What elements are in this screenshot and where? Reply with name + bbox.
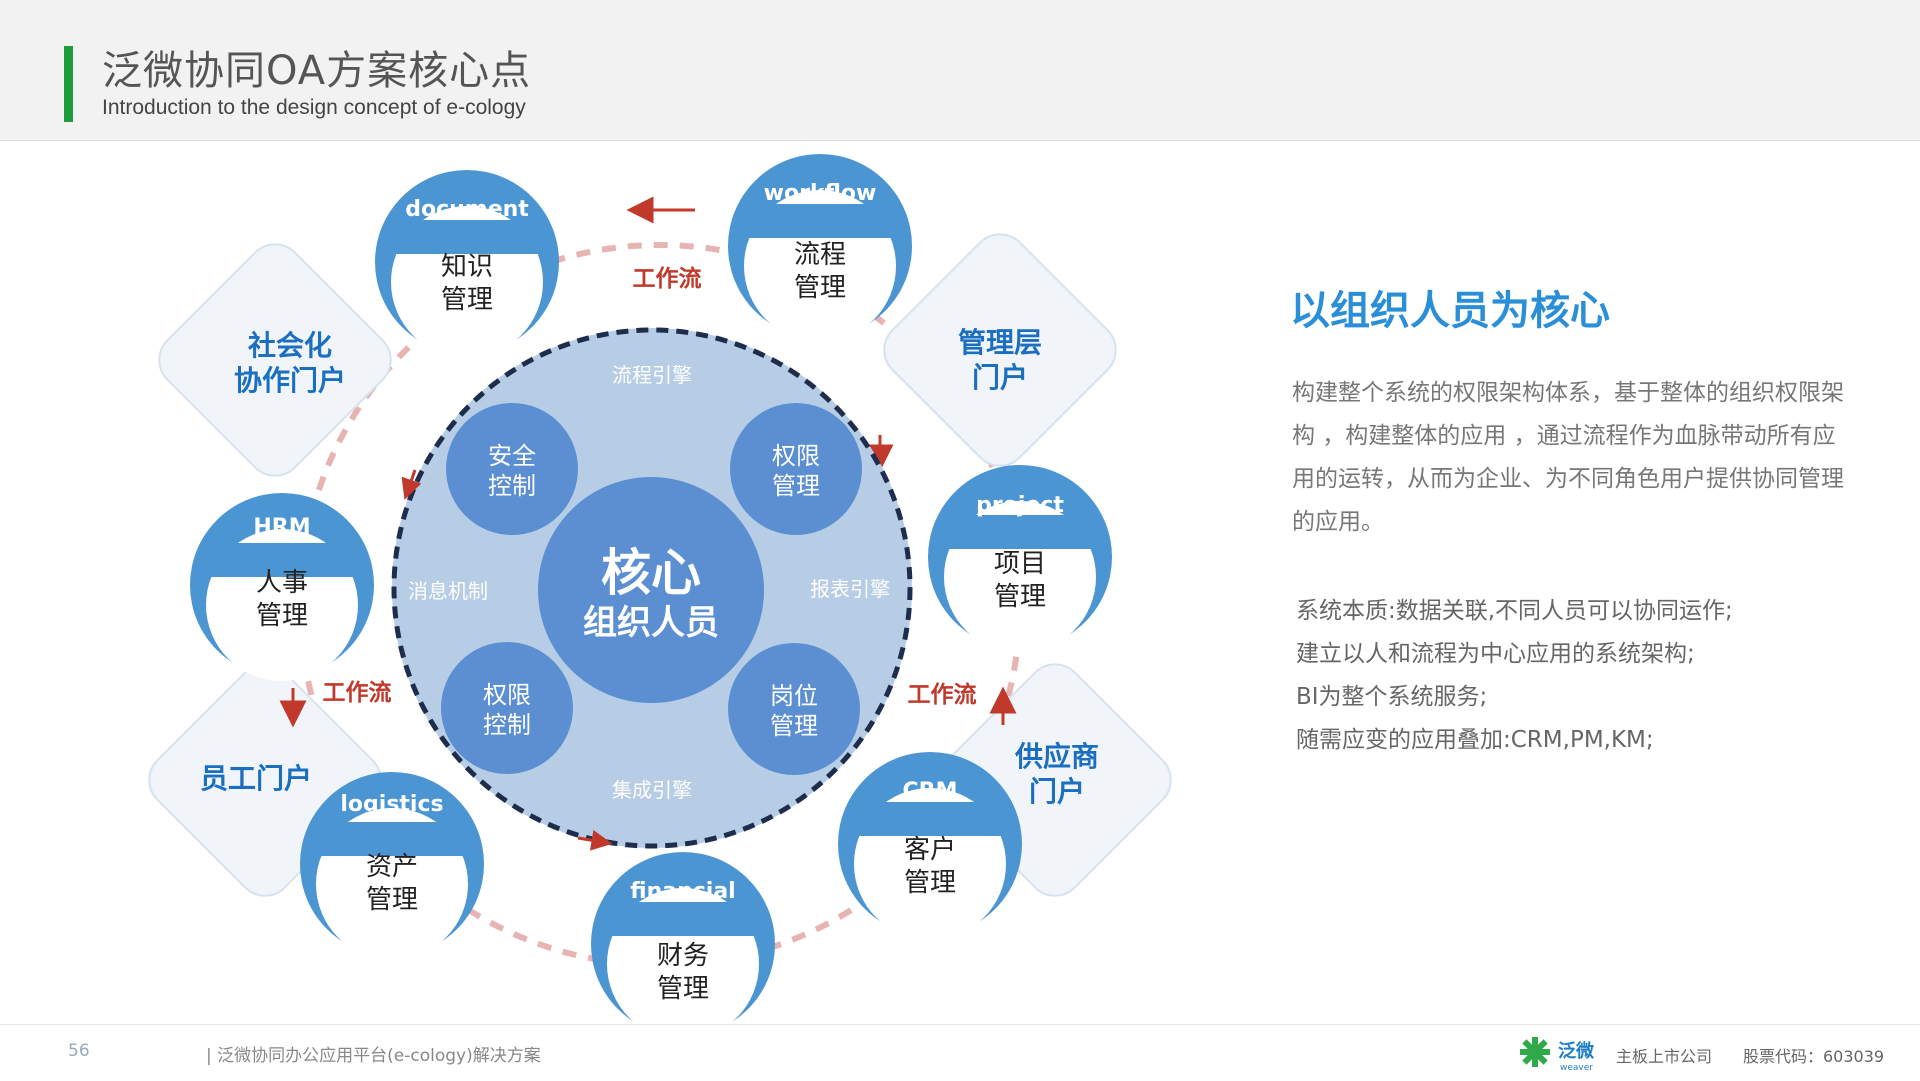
svg-text:HRM: HRM [253,515,310,540]
weaver-logo-text: 泛微 [1558,1040,1594,1062]
engine-label-messaging: 消息机制 [408,579,488,603]
module-hrm: HRM 人事 管理 [190,493,374,681]
portal-shape-management [883,233,1117,467]
svg-text:管理: 管理 [794,273,846,303]
module-project: project 项目 管理 [928,465,1112,653]
footer-doc-title: | 泛微协同办公应用平台(e-cology)解决方案 [206,1046,541,1066]
side-bullet-list: 系统本质:数据关联,不同人员可以协同运作; 建立以人和流程为中心应用的系统架构;… [1296,590,1733,762]
portal-label-social-2: 协作门户 [234,364,346,397]
weaver-logo-icon [1520,1037,1550,1067]
stock-code: 股票代码：603039 [1743,1047,1885,1066]
side-bullet: 随需应变的应用叠加:CRM,PM,KM; [1296,727,1654,753]
svg-text:管理: 管理 [770,712,818,740]
svg-text:客户: 客户 [904,835,956,865]
slide-footer: 56 | 泛微协同办公应用平台(e-cology)解决方案 泛微 weaver … [0,1024,1920,1081]
svg-text:知识: 知识 [441,252,493,282]
company-status: 主板上市公司 [1616,1047,1713,1066]
svg-text:财务: 财务 [657,941,709,971]
slide-header: 泛微协同OA方案核心点 Introduction to the design c… [0,0,1920,141]
inner-node-position-mgmt: 岗位 管理 [728,643,860,775]
module-document: document 知识 管理 [375,170,559,358]
svg-text:控制: 控制 [483,711,531,739]
svg-text:workflow: workflow [764,181,877,206]
svg-text:流程: 流程 [794,240,846,270]
side-bullet: 建立以人和流程为中心应用的系统架构; [1296,641,1695,667]
core-arrow-bottom [577,829,613,851]
svg-text:管理: 管理 [904,868,956,898]
module-workflow: workflow 流程 管理 [728,154,912,342]
svg-text:岗位: 岗位 [770,682,818,710]
portal-label-supplier-2: 门户 [1029,775,1085,808]
svg-text:资产: 资产 [366,852,418,882]
engine-label-report: 报表引擎 [810,577,890,601]
engine-label-integration: 集成引擎 [612,778,692,802]
weaver-logo-subtext: weaver [1560,1063,1593,1073]
module-logistics: logistics 资产 管理 [300,772,484,960]
portal-label-supplier-1: 供应商 [1014,740,1099,773]
svg-text:权限: 权限 [483,681,531,709]
core-title: 核心 [601,544,701,602]
slide-subtitle: Introduction to the design concept of e-… [102,96,526,119]
svg-text:管理: 管理 [772,472,820,500]
inner-node-permission-control: 权限 控制 [441,642,573,774]
svg-text:管理: 管理 [994,582,1046,612]
workflow-label-left: 工作流 [323,679,392,706]
workflow-label-top: 工作流 [633,265,702,292]
side-heading: 以组织人员为核心 [1290,288,1610,334]
inner-node-security: 安全 控制 [446,403,578,535]
module-crm: CRM 客户 管理 [838,752,1022,940]
core-subtitle: 组织人员 [583,603,719,643]
core-arrow-left [401,469,422,500]
svg-text:logistics: logistics [340,792,443,817]
module-financial: financial 财务 管理 [591,852,775,1040]
svg-text:控制: 控制 [488,472,536,500]
svg-text:CRM: CRM [903,779,958,804]
side-bullet: 系统本质:数据关联,不同人员可以协同运作; [1296,598,1733,624]
svg-text:financial: financial [630,879,735,904]
portal-label-management-1: 管理层 [958,326,1042,359]
svg-text:安全: 安全 [488,442,536,470]
svg-text:管理: 管理 [441,285,493,315]
svg-text:管理: 管理 [657,974,709,1004]
workflow-label-right: 工作流 [908,681,977,708]
svg-text:project: project [976,493,1064,518]
side-paragraph: 构建整个系统的权限架构体系，基于整体的组织权限架构 ，构建整体的应用 ，通过流程… [1292,380,1844,535]
portal-label-management-2: 门户 [972,361,1028,394]
weaver-logo: 泛微 weaver [1520,1037,1594,1073]
page-number: 56 [68,1041,90,1061]
svg-text:管理: 管理 [256,601,308,631]
svg-text:管理: 管理 [366,885,418,915]
portal-label-social-1: 社会化 [248,329,332,362]
side-bullet: BI为整个系统服务; [1296,684,1488,710]
svg-text:document: document [405,197,529,222]
core-ring-dashed-border [391,327,913,849]
portal-label-employee: 员工门户 [200,762,312,795]
core-center: 核心 组织人员 [534,473,768,707]
inner-node-permission-mgmt: 权限 管理 [730,403,862,535]
engine-label-workflow: 流程引擎 [612,363,692,387]
svg-text:人事: 人事 [256,568,308,598]
portal-shape-social [158,243,392,477]
svg-text:项目: 项目 [994,549,1046,579]
slide-title: 泛微协同OA方案核心点 [102,48,532,94]
svg-text:权限: 权限 [772,442,820,470]
header-accent-bar [64,46,73,122]
